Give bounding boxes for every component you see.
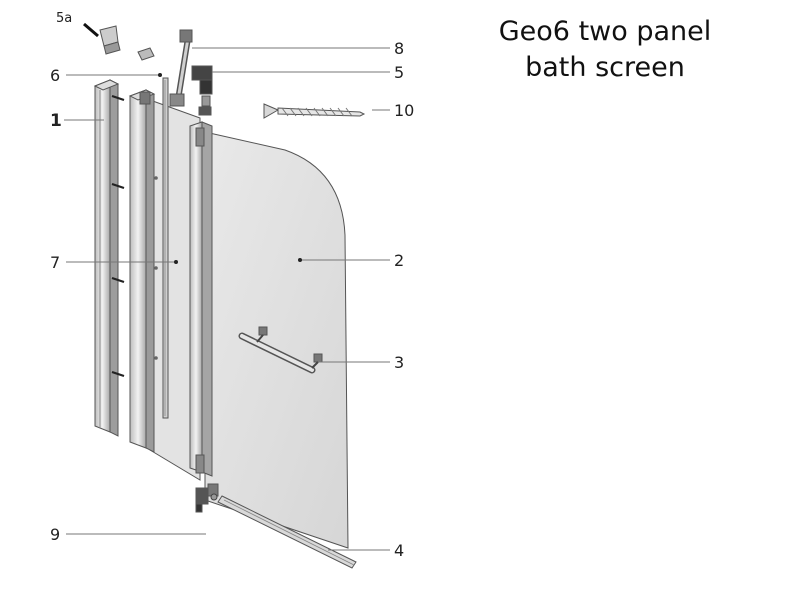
callout-10: 10 — [394, 101, 414, 120]
hinge-profile — [189, 121, 213, 477]
bottom-seal — [217, 495, 357, 569]
hinge-pin-bracket — [169, 29, 193, 107]
title-line-2: bath screen — [525, 52, 685, 83]
top-hinge — [191, 65, 213, 116]
callout-5: 5 — [394, 63, 404, 82]
bottom-hinge — [195, 483, 219, 513]
screw — [263, 103, 366, 119]
wall-channel — [93, 79, 120, 437]
callout-6: 6 — [50, 66, 60, 85]
wall-screws — [111, 94, 125, 378]
rod — [162, 77, 169, 419]
callout-7: 7 — [50, 253, 60, 272]
glass-panel — [204, 131, 349, 549]
adjustment-profile — [128, 89, 158, 453]
title-line-1: Geo6 two panel — [498, 16, 712, 47]
callout-5a: 5a — [56, 11, 72, 26]
leader-lines — [64, 47, 390, 551]
wall-bracket — [83, 22, 155, 61]
towel-rail — [238, 326, 323, 374]
callout-3: 3 — [394, 353, 404, 372]
callout-1: 1 — [50, 111, 62, 131]
diagram-title: Geo6 two panel bath screen — [470, 14, 740, 86]
callout-9: 9 — [50, 525, 60, 544]
callout-2: 2 — [394, 251, 404, 270]
callout-8: 8 — [394, 39, 404, 58]
callout-4: 4 — [394, 541, 404, 560]
